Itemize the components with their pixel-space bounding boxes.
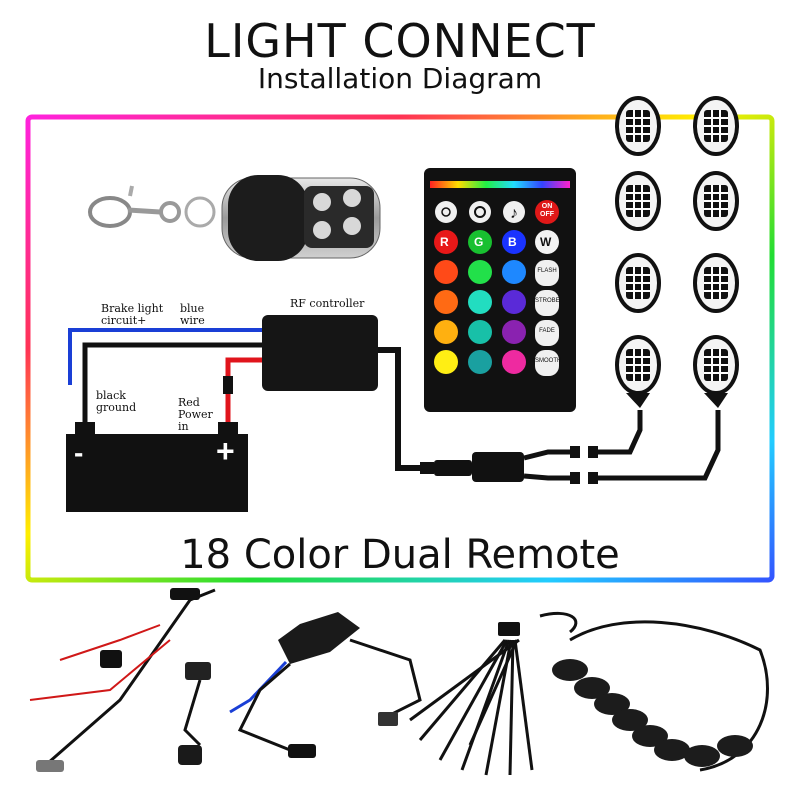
button-w-label: W (540, 235, 552, 249)
key-fob-remote (88, 175, 381, 261)
rainbow-strip (430, 181, 570, 188)
blue-wire-label: blue wire (180, 302, 205, 327)
black-ground-label: black ground (96, 389, 137, 414)
svg-text:♪: ♪ (510, 205, 518, 222)
rf-controller-box (262, 315, 378, 391)
button-r-label: R (440, 235, 449, 249)
product-photo-rock-lights (552, 620, 769, 772)
footer-caption: 18 Color Dual Remote (180, 532, 620, 578)
mode-buttons (535, 260, 559, 376)
page-subtitle: Installation Diagram (257, 62, 543, 95)
button-g-label: G (474, 235, 484, 249)
battery-minus-symbol: - (74, 437, 84, 468)
rainbow-frame (25, 114, 775, 583)
blue-wire (68, 328, 262, 385)
on-off-label: ON OFF (540, 203, 554, 218)
battery (66, 422, 248, 512)
product-photo-splitter (409, 611, 578, 776)
flash-label: FLASH (537, 268, 557, 274)
button-b (502, 230, 526, 254)
button-w (535, 230, 559, 254)
product-photo-harness-switch (29, 588, 216, 772)
page-title: LIGHT CONNECT (204, 14, 596, 68)
button-b-label: B (508, 235, 517, 249)
fade-label: FADE (539, 328, 555, 334)
product-photo-controller (229, 612, 422, 758)
brightness-up-icon (469, 201, 491, 223)
battery-plus-symbol: + (216, 433, 235, 469)
black-wire-ground (82, 342, 262, 430)
y-splitter (472, 452, 524, 482)
color-buttons (434, 260, 526, 374)
strobe-label: STROBE (535, 298, 560, 304)
button-r (434, 230, 458, 254)
on-off-button (535, 200, 559, 224)
music-icon (503, 201, 525, 223)
rock-lights (615, 96, 739, 408)
red-wire (225, 357, 262, 430)
brake-light-label: Brake light circuit+ (101, 302, 164, 327)
button-g (468, 230, 492, 254)
brightness-down-icon (435, 201, 457, 223)
rf-controller-label: RF controller (290, 297, 365, 310)
ir-remote-body (424, 168, 576, 412)
smooth-label: SMOOTH (535, 358, 562, 364)
red-power-label: Red Power in (178, 396, 213, 433)
